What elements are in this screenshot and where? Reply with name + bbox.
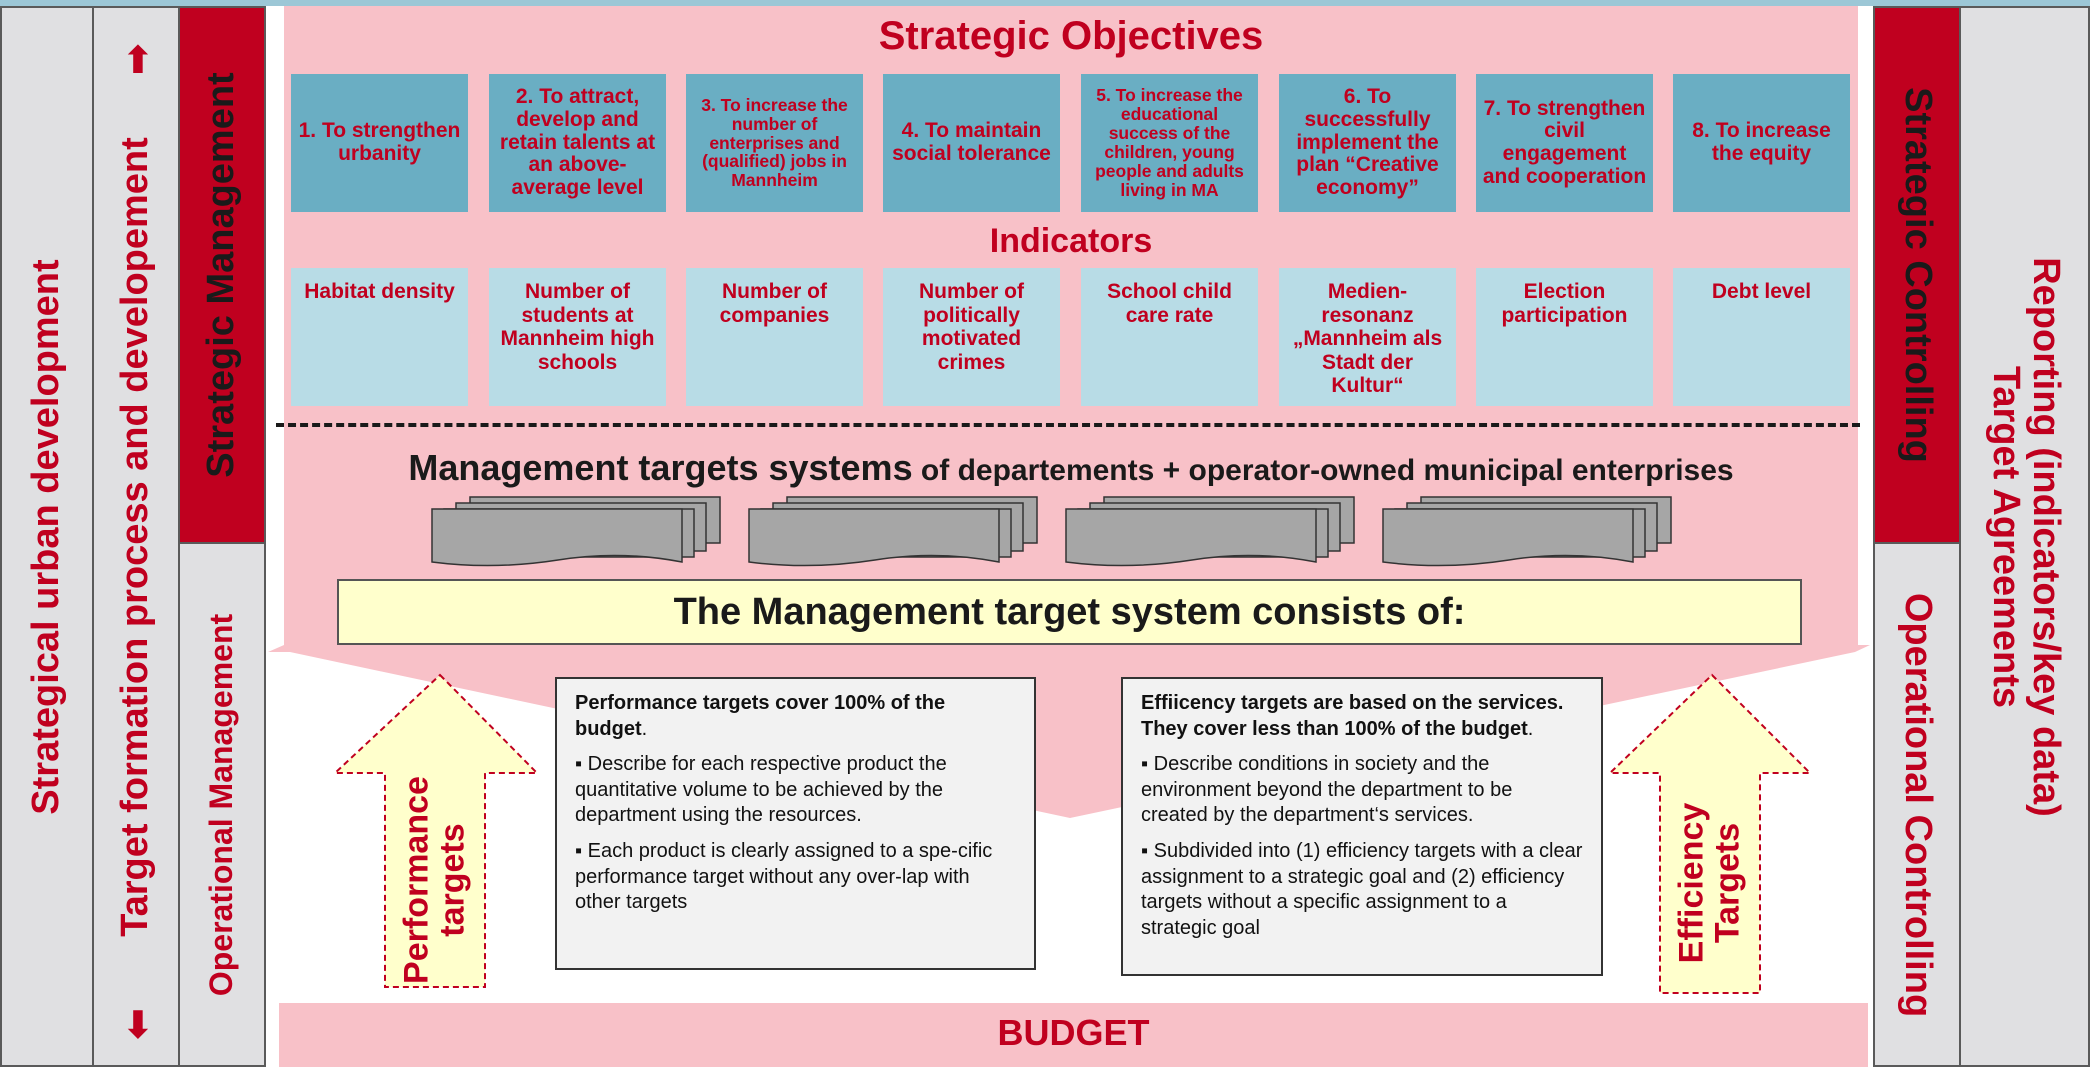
performance-bullet-1: ▪ Describe for each respective product t… (575, 753, 947, 827)
management-targets-heading-rest: of departements + operator-owned municip… (912, 454, 1734, 487)
objective-8: 8. To increase the equity (1673, 74, 1850, 212)
top-strip (0, 0, 2090, 6)
efficiency-bullet-1: ▪ Describe conditions in society and the… (1141, 753, 1513, 827)
performance-bullet-2: ▪ Each product is clearly assigned to a … (575, 839, 993, 914)
performance-box-title: Performance targets cover 100% of the bu… (575, 692, 946, 740)
indicator-1: Habitat density (291, 268, 468, 406)
budget-bar: BUDGET (279, 1003, 1868, 1067)
performance-box-title-end: . (641, 717, 648, 740)
strategic-management-column: Strategic Management (178, 6, 266, 544)
arrow-up-icon: ⬆ (122, 40, 154, 82)
efficiency-arrow-line1: Efficiency (1672, 802, 1711, 964)
indicators-title: Indicators (989, 222, 1153, 260)
performance-arrow-line2: targets (433, 823, 471, 937)
management-targets-heading: Management targets systems of departemen… (284, 447, 1858, 489)
management-targets-heading-main: Management targets systems (408, 447, 913, 488)
objective-4: 4. To maintain social tolerance (883, 74, 1060, 212)
consists-of-banner: The Management target system consists of… (337, 579, 1802, 645)
efficiency-arrow-shape (1607, 673, 1813, 994)
document-stack-icons (431, 496, 1672, 567)
arrow-down-icon: ⬇ (122, 1005, 154, 1047)
document-stack-icon-2 (748, 496, 1038, 567)
strategic-objectives-title: Strategic Objectives (878, 14, 1264, 58)
reporting-column: Reporting (indicators/key data) Target A… (1959, 6, 2090, 1067)
performance-arrow-line1: Performance (397, 776, 436, 984)
efficiency-box-title: Effiicency targets are based on the serv… (1141, 692, 1564, 740)
document-stack-icon-3 (1065, 496, 1355, 567)
objective-7: 7. To strengthen civil engagement and co… (1476, 74, 1653, 212)
operational-management-column: Operational Management (178, 542, 266, 1067)
indicator-4: Number of politically motivated crimes (883, 268, 1060, 406)
objective-5: 5. To increase the educational success o… (1081, 74, 1258, 212)
performance-arrow: Performance targets (385, 773, 485, 987)
operational-controlling-column: Operational Controlling (1873, 542, 1961, 1067)
efficiency-arrow-line2: Targets (1708, 822, 1746, 944)
strategical-urban-development-column: Strategical urban development (0, 6, 94, 1067)
efficiency-box-title-end: . (1527, 717, 1534, 740)
indicator-2: Number of students at Mannheim high scho… (489, 268, 666, 406)
objective-3: 3. To increase the number of enterprises… (686, 74, 863, 212)
dashed-divider (276, 423, 1860, 427)
performance-targets-box: Performance targets cover 100% of the bu… (555, 677, 1036, 970)
objective-2: 2. To attract, develop and retain talent… (489, 74, 666, 212)
objective-1: 1. To strengthen urbanity (291, 74, 468, 212)
performance-arrow-label: Performance targets (397, 776, 471, 984)
efficiency-arrow: Efficiency Targets (1660, 773, 1760, 993)
efficiency-targets-box: Effiicency targets are based on the serv… (1121, 677, 1603, 976)
document-stack-icon-1 (431, 496, 721, 567)
indicator-3: Number of companies (686, 268, 863, 406)
indicator-7: Election participation (1476, 268, 1653, 406)
efficiency-bullet-2: ▪ Subdivided into (1) efficiency targets… (1141, 839, 1583, 939)
indicator-5: School child care rate (1081, 268, 1258, 406)
efficiency-arrow-label: Efficiency Targets (1672, 802, 1746, 964)
indicator-6: Medien-resonanz „Mannheim als Stadt der … (1279, 268, 1456, 406)
target-formation-column: ⬆ Target formation process and developem… (92, 6, 180, 1067)
indicator-8: Debt level (1673, 268, 1850, 406)
performance-arrow-shape (332, 673, 540, 988)
document-stack-icon-4 (1382, 496, 1672, 567)
objective-6: 6. To successfully implement the plan “C… (1279, 74, 1456, 212)
strategic-controlling-column: Strategic Controlling (1873, 6, 1961, 544)
